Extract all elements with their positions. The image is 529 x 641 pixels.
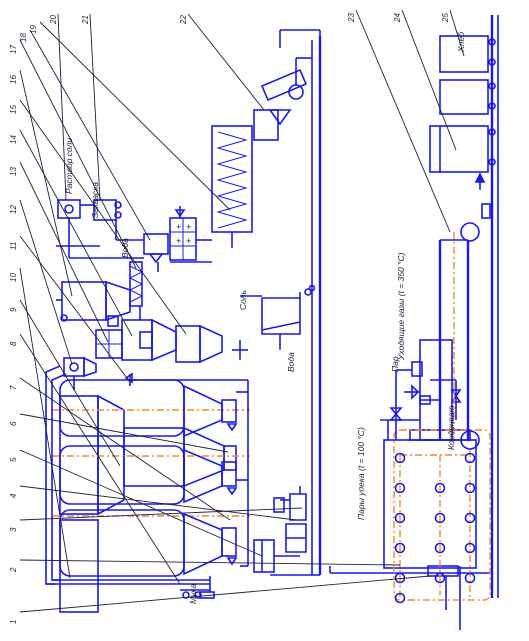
tray-circle xyxy=(434,482,446,494)
oven xyxy=(383,339,491,630)
num-8: 8 xyxy=(9,341,18,346)
tray-circle xyxy=(464,542,476,554)
mixer-4 xyxy=(289,493,307,521)
label-salt: Соль xyxy=(238,290,248,310)
item-numbers: 1 2 3 4 5 6 7 8 9 10 11 12 13 14 15 16 1… xyxy=(9,13,450,624)
num-14: 14 xyxy=(9,135,18,144)
num-25: 25 xyxy=(441,13,450,23)
screw-conveyor xyxy=(211,125,253,248)
water-dosing-tank xyxy=(143,233,169,255)
salt-solution-tank xyxy=(57,199,81,219)
tray-circle xyxy=(464,452,476,464)
process-labels: Мука Соль Вода Вода Раствор соли Закваск… xyxy=(64,31,466,604)
conveyor-drum-bottom xyxy=(460,430,480,450)
label-baking-vapor: Пары упека (t = 100 °С) xyxy=(356,427,366,520)
tray-circle xyxy=(464,482,476,494)
oven-tray-loop xyxy=(393,429,491,601)
svg-text:+: + xyxy=(186,236,191,246)
num-18: 18 xyxy=(19,33,28,42)
num-15: 15 xyxy=(9,105,18,114)
kneading-machine xyxy=(253,486,307,573)
label-salt-solution: Раствор соли xyxy=(64,138,74,194)
cooling-conveyor xyxy=(438,172,491,450)
bunker-b xyxy=(59,519,99,613)
label-steam: Пар xyxy=(390,356,400,372)
num-5: 5 xyxy=(9,457,18,462)
num-1: 1 xyxy=(9,620,18,624)
tray-circle xyxy=(394,482,406,494)
num-3: 3 xyxy=(9,527,18,532)
flour-bunkers xyxy=(52,379,250,613)
label-condensate: Конденсат xyxy=(446,405,456,450)
cart-24 xyxy=(429,125,489,173)
dosing-units: + + + + xyxy=(143,206,212,272)
label-flour: Мука xyxy=(188,584,198,604)
pneumatic-lines xyxy=(45,365,248,599)
svg-text:+: + xyxy=(176,236,181,246)
cart-25b xyxy=(439,35,489,73)
tray-circle xyxy=(394,542,406,554)
tray-circle xyxy=(394,452,406,464)
tray-circle xyxy=(434,542,446,554)
num-21: 21 xyxy=(81,15,90,25)
silo-middle xyxy=(59,445,185,505)
label-water-low: Вода xyxy=(286,352,296,372)
num-20: 20 xyxy=(49,15,58,25)
tray-circle xyxy=(394,512,406,524)
svg-text:+: + xyxy=(176,222,181,232)
screw-spiral xyxy=(216,131,248,229)
tray-circle xyxy=(434,512,446,524)
oven-piping xyxy=(380,361,462,440)
oven-base xyxy=(329,15,499,598)
num-17: 17 xyxy=(9,45,18,54)
oven-body xyxy=(383,439,477,569)
salt-dissolver xyxy=(232,284,316,360)
label-bread: Хлеб xyxy=(456,31,466,53)
label-water-mid: Вода xyxy=(120,238,130,258)
salt-tank xyxy=(261,297,301,335)
label-leaven: Закваска xyxy=(90,182,100,218)
dough-divider xyxy=(253,57,312,141)
num-12: 12 xyxy=(9,205,18,214)
svg-text:+: + xyxy=(186,222,191,232)
oven-burner xyxy=(427,565,459,577)
num-11: 11 xyxy=(9,242,18,250)
tray-circle xyxy=(394,592,406,604)
num-2: 2 xyxy=(9,567,18,573)
label-flue-gas: Уходящие газы (t = 350 °С) xyxy=(396,252,406,361)
tray-circle xyxy=(434,572,446,584)
steam-valve xyxy=(389,407,403,416)
num-19: 19 xyxy=(29,25,38,34)
bunker-a xyxy=(59,395,99,515)
solution-tanks xyxy=(56,199,144,259)
num-4: 4 xyxy=(9,493,18,498)
num-6: 6 xyxy=(9,421,18,426)
feeder-15 xyxy=(175,325,201,363)
flow-arrow xyxy=(474,172,486,183)
num-10: 10 xyxy=(9,273,18,282)
bread-carts xyxy=(429,35,496,173)
mixer-5 xyxy=(253,539,275,573)
tray-circle xyxy=(464,572,476,584)
cart-25a xyxy=(439,79,489,115)
num-9: 9 xyxy=(9,307,18,312)
conveyor-drum-top xyxy=(460,222,480,242)
num-23: 23 xyxy=(347,13,356,23)
num-24: 24 xyxy=(393,13,402,23)
num-22: 22 xyxy=(179,15,188,25)
num-7: 7 xyxy=(9,385,18,390)
num-16: 16 xyxy=(9,75,18,84)
num-13: 13 xyxy=(9,167,18,176)
cyclone-group xyxy=(56,261,223,390)
main-conveyor xyxy=(270,29,322,576)
tray-circle xyxy=(464,512,476,524)
divider-wheel xyxy=(288,84,304,100)
cyclone-12 xyxy=(63,357,85,377)
leader-lines xyxy=(19,9,465,613)
